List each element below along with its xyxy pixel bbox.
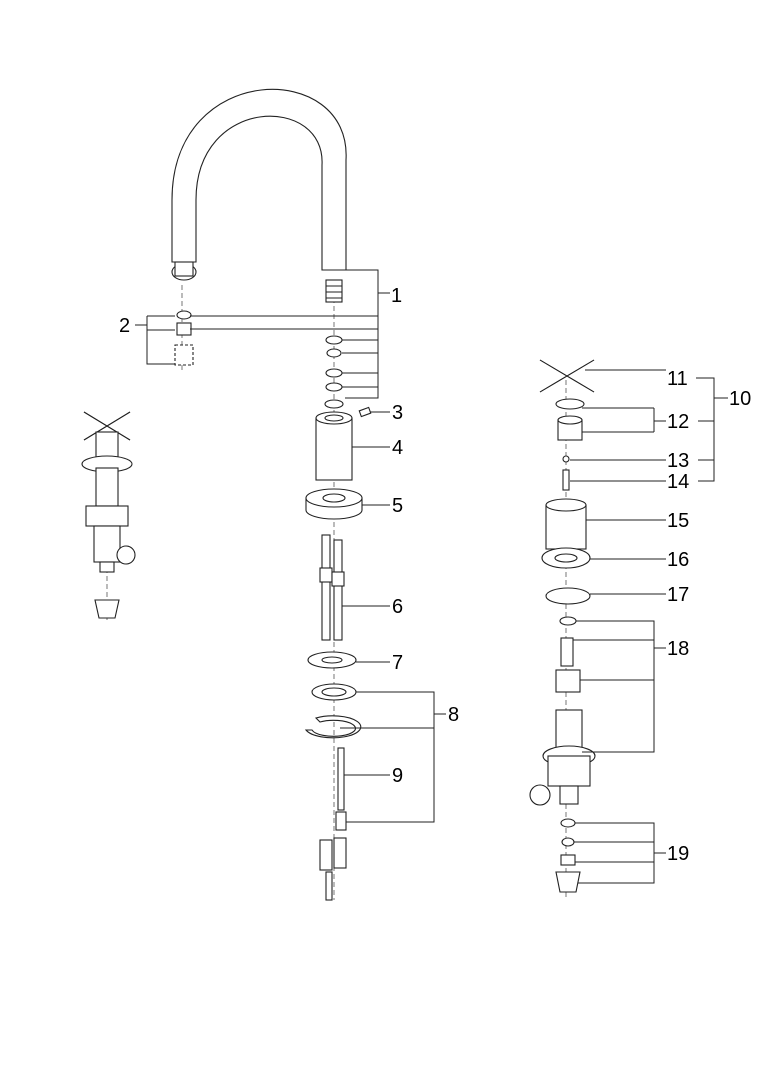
callout-3: 3 bbox=[392, 402, 403, 424]
callout-17: 17 bbox=[667, 584, 689, 606]
callout-11: 11 bbox=[667, 368, 688, 390]
callout-15: 15 bbox=[667, 510, 689, 532]
callout-16: 16 bbox=[667, 549, 689, 571]
callout-12: 12 bbox=[667, 411, 689, 433]
callout-1: 1 bbox=[391, 285, 402, 307]
assembled-valve bbox=[81, 411, 136, 619]
supply-tubes bbox=[319, 534, 345, 641]
callout-10: 10 bbox=[729, 388, 751, 410]
spout-body bbox=[315, 411, 353, 481]
aerator-parts bbox=[174, 310, 194, 366]
handle-parts bbox=[529, 359, 596, 893]
callout-6: 6 bbox=[392, 596, 403, 618]
seal-rings bbox=[324, 335, 344, 409]
callout-5: 5 bbox=[392, 495, 403, 517]
callout-2: 2 bbox=[119, 315, 130, 337]
callout-7: 7 bbox=[392, 652, 403, 674]
callout-8: 8 bbox=[448, 704, 459, 726]
callout-18: 18 bbox=[667, 638, 689, 660]
spout bbox=[171, 88, 347, 303]
leader-lines bbox=[135, 269, 728, 884]
callout-13: 13 bbox=[667, 450, 689, 472]
callout-9: 9 bbox=[392, 765, 403, 787]
callout-19: 19 bbox=[667, 843, 689, 865]
base-flange bbox=[305, 488, 363, 520]
callout-14: 14 bbox=[667, 471, 689, 493]
callout-4: 4 bbox=[392, 437, 403, 459]
